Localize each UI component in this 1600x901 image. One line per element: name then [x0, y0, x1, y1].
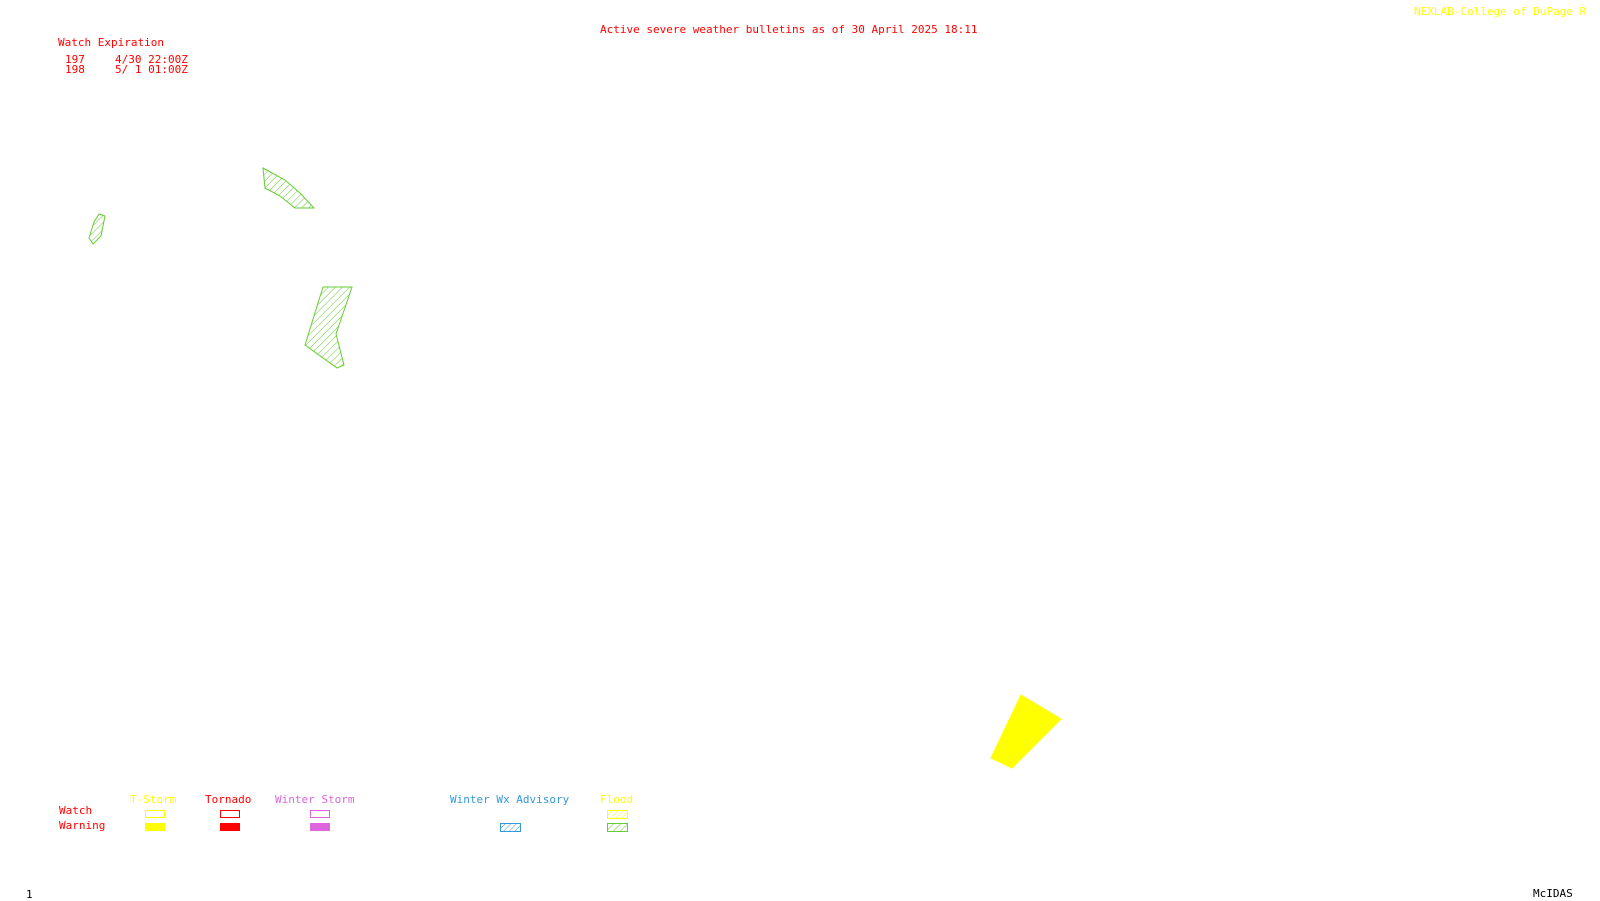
legend-watch-row-label: Watch [59, 805, 92, 817]
legend-tornado-label: Tornado [205, 793, 252, 806]
legend-winter-storm-label: Winter Storm [275, 793, 355, 806]
legend-flood-watch-swatch [607, 810, 628, 819]
watch-expiration-header: Watch Expiration [58, 36, 164, 49]
legend-winter-wx-advisory-warning-swatch [500, 823, 521, 832]
source-credit: NEXLAB-College of DuPage R [1414, 6, 1587, 18]
legend-tstorm-watch-swatch [145, 810, 165, 818]
watch-expires: 5/ 1 01:00Z [115, 63, 188, 76]
legend-flood-label: Flood [600, 793, 634, 806]
flood-warning-area [304, 286, 353, 369]
page-title: Active severe weather bulletins as of 30… [600, 23, 978, 36]
legend-tornado-watch-swatch [220, 810, 240, 818]
legend-tstorm-warning-swatch [145, 823, 165, 831]
watch-expires: 4/30 22:00Z [115, 53, 188, 66]
page-number: 1 [26, 888, 33, 901]
flood-warning-area [262, 167, 316, 209]
watch-row: 197 4/30 22:00Z [65, 53, 188, 66]
legend-warning-row-label: Warning [59, 820, 105, 832]
legend-winter-storm-warning-swatch [310, 823, 330, 831]
legend-flood-warning-swatch [607, 823, 628, 832]
legend-winter-wx-advisory-label: Winter Wx Advisory [450, 793, 570, 806]
software-label: McIDAS [1533, 887, 1573, 900]
legend-tstorm-label: T-Storm [130, 793, 177, 806]
tstorm-warning-area [990, 694, 1062, 769]
legend-warning-text: Warning [59, 819, 106, 832]
watch-row: 198 5/ 1 01:00Z [65, 63, 188, 76]
legend-watch-text: Watch [59, 804, 93, 817]
legend-tornado-warning-swatch [220, 823, 240, 831]
watch-number: 197 [65, 53, 85, 66]
flood-warning-area [88, 213, 106, 245]
legend-winter-storm-watch-swatch [310, 810, 330, 818]
watch-number: 198 [65, 63, 85, 76]
